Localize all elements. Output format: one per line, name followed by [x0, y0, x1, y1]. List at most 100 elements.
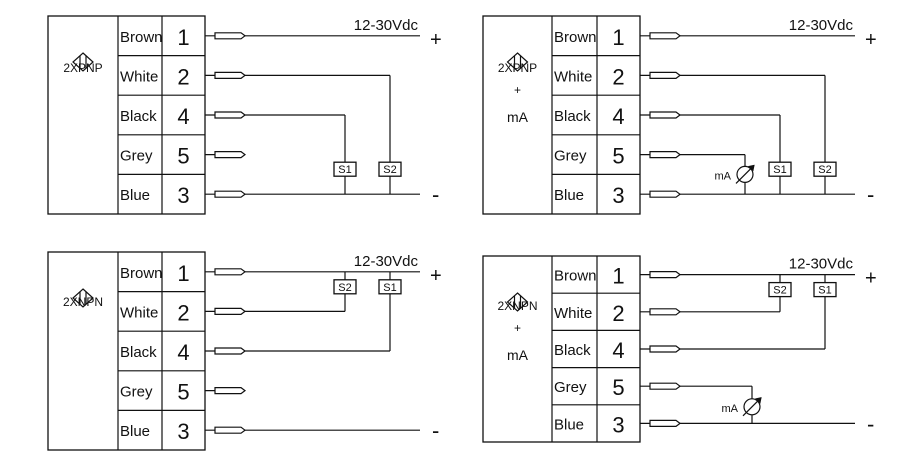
sensor-type-label: 2XNPN	[63, 295, 103, 309]
connector-pin-icon	[205, 111, 246, 119]
sensor-type-label: +	[514, 321, 521, 335]
pin-number: 5	[612, 144, 624, 169]
sensor-type-label: 2XNPN	[497, 299, 537, 313]
sensor-body	[482, 15, 641, 215]
sensor-body	[482, 255, 641, 443]
positive-terminal: +	[430, 265, 442, 287]
switch-s2-box	[813, 161, 837, 177]
sensor-symbol-icon	[72, 288, 94, 308]
connector-pin-icon	[205, 426, 246, 434]
switch-s2-label: S2	[383, 164, 396, 176]
pin-number: 2	[177, 300, 189, 325]
milliammeter-icon	[735, 164, 755, 184]
pin-number: 2	[612, 64, 624, 89]
connector-pin-icon	[205, 32, 246, 40]
sensor-type-label: mA	[507, 347, 529, 363]
negative-terminal: -	[867, 411, 874, 436]
connector-pin-icon	[640, 382, 681, 390]
supply-voltage-label: 12-30Vdc	[354, 253, 419, 270]
connector-pin-icon	[205, 347, 246, 355]
negative-terminal: -	[867, 182, 874, 207]
pin-number: 3	[612, 183, 624, 208]
pin-number: 3	[177, 419, 189, 444]
wire-color-label: Grey	[120, 384, 153, 401]
switch-s1-label: S1	[818, 285, 831, 297]
switch-s2-label: S2	[818, 164, 831, 176]
switch-s1-label: S1	[383, 282, 396, 294]
wire-color-label: Blue	[554, 416, 584, 433]
pin-number: 5	[177, 144, 189, 169]
connector-pin-icon	[640, 71, 681, 79]
switch-s1-box	[768, 161, 792, 177]
wire-color-label: Brown	[120, 265, 163, 282]
meter-label: mA	[715, 170, 732, 182]
pin-number: 4	[612, 338, 624, 363]
sensor-symbol-icon	[72, 52, 94, 72]
wire-color-label: Blue	[554, 187, 584, 204]
switch-s1-label: S1	[338, 164, 351, 176]
pin-number: 1	[177, 25, 189, 50]
pin-number: 2	[612, 301, 624, 326]
sensor-type-label: +	[514, 83, 521, 97]
sensor-body	[47, 251, 206, 451]
pin-number: 1	[612, 264, 624, 289]
switch-s1-box	[333, 161, 357, 177]
wire-color-label: Black	[120, 344, 157, 361]
wire-color-label: Brown	[554, 29, 597, 46]
switch-s2-label: S2	[773, 285, 786, 297]
supply-voltage-label: 12-30Vdc	[789, 17, 854, 34]
connector-pin-icon	[640, 190, 681, 198]
connector-pin-icon	[640, 111, 681, 119]
pin-number: 5	[177, 380, 189, 405]
sensor-body	[47, 15, 206, 215]
connector-pin-icon	[205, 387, 246, 395]
positive-terminal: +	[865, 29, 877, 51]
wire-color-label: Brown	[120, 29, 163, 46]
wire-color-label: Black	[120, 108, 157, 125]
negative-terminal: -	[432, 182, 439, 207]
wire-color-label: White	[120, 304, 158, 321]
pin-number: 4	[177, 104, 189, 129]
switch-s1-label: S1	[773, 164, 786, 176]
connector-pin-icon	[205, 268, 246, 276]
switch-s2-box	[378, 161, 402, 177]
pin-number: 1	[177, 261, 189, 286]
wire-color-label: White	[554, 305, 592, 322]
milliammeter-icon	[742, 397, 762, 417]
pin-number: 4	[612, 104, 624, 129]
wire-color-label: Grey	[554, 379, 587, 396]
wire-color-label: Grey	[120, 148, 153, 165]
connector-pin-icon	[640, 308, 681, 316]
pin-number: 4	[177, 340, 189, 365]
sensor-type-label: 2XPNP	[498, 61, 537, 75]
connector-pin-icon	[205, 71, 246, 79]
connector-pin-icon	[205, 190, 246, 198]
wire-color-label: White	[120, 68, 158, 85]
connector-pin-icon	[640, 32, 681, 40]
pin-number: 1	[612, 25, 624, 50]
switch-s2-label: S2	[338, 282, 351, 294]
supply-voltage-label: 12-30Vdc	[354, 17, 419, 34]
pin-number: 2	[177, 64, 189, 89]
wire-color-label: Black	[554, 108, 591, 125]
connector-pin-icon	[640, 345, 681, 353]
wire-color-label: Brown	[554, 268, 597, 285]
sensor-symbol-icon	[506, 292, 529, 312]
connector-pin-icon	[205, 307, 246, 315]
wire-color-label: White	[554, 68, 592, 85]
wire-color-label: Blue	[120, 423, 150, 440]
positive-terminal: +	[430, 29, 442, 51]
negative-terminal: -	[432, 418, 439, 443]
wire-color-label: Blue	[120, 187, 150, 204]
connector-pin-icon	[640, 151, 681, 159]
sensor-type-label: 2XPNP	[63, 61, 102, 75]
connector-pin-icon	[640, 271, 681, 279]
wire-color-label: Black	[554, 342, 591, 359]
sensor-symbol-icon	[506, 52, 529, 72]
